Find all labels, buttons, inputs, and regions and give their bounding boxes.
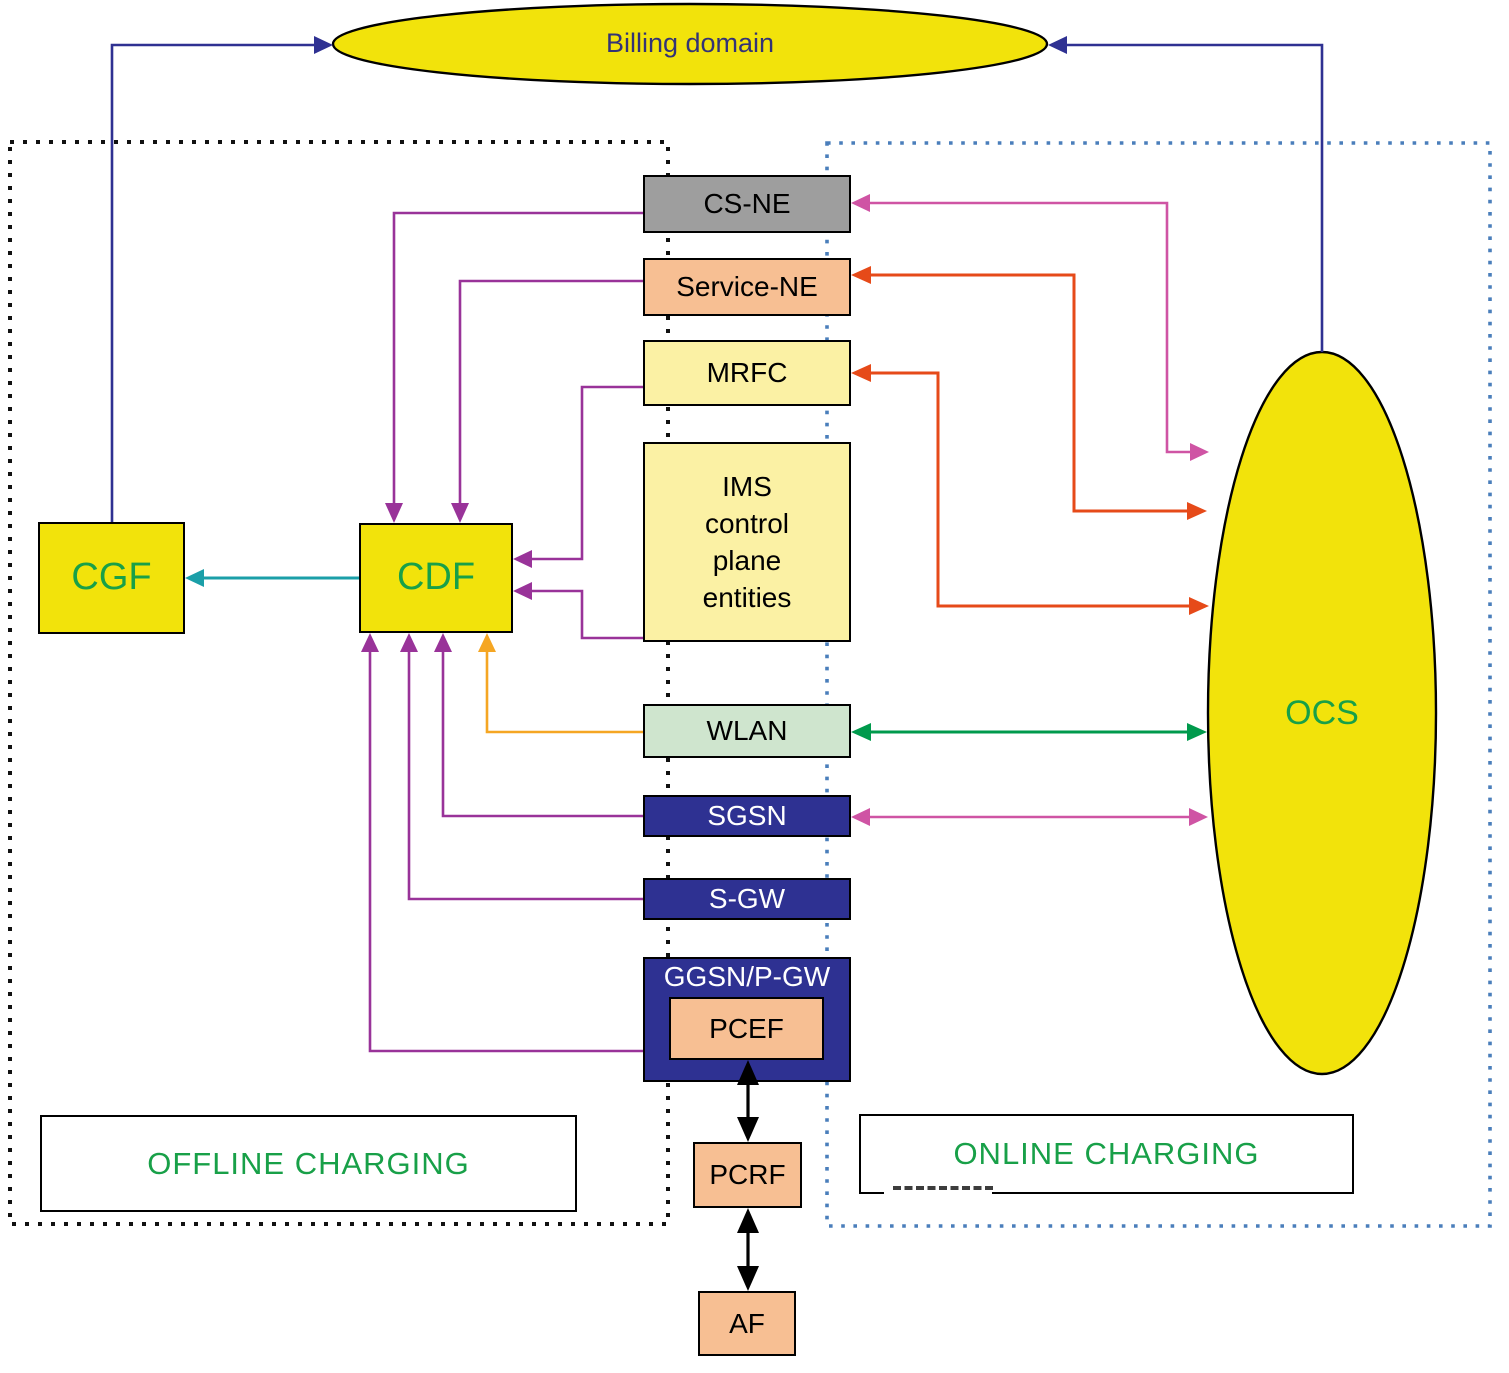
connector-wlan-cdf [478,633,643,734]
node-cgf-label: CGF [71,556,152,599]
connector-ocs-billing [1048,36,1324,352]
node-af: AF [698,1291,796,1356]
connector-servicene-ocs [851,266,1207,520]
connector-wlan-ocs [851,723,1207,741]
connector-csne-cdf [385,211,643,523]
connector-cdf-cgf [185,569,359,587]
online-label-border-gap [884,1190,992,1197]
connector-sgsn-cdf [434,633,643,818]
offline-charging-label-box: OFFLINE CHARGING [40,1115,577,1212]
ocs-ellipse [1206,350,1438,1076]
online-label-border-dashes [893,1186,993,1190]
node-service-ne-label: Service-NE [676,271,818,303]
node-mrfc-label: MRFC [706,357,788,389]
connector-csne-ocs [851,194,1209,461]
node-s-gw: S-GW [643,878,851,920]
node-cs-ne-label: CS-NE [703,188,791,220]
connector-sgsn-ocs [851,808,1208,826]
billing-domain-label: Billing domain [605,28,775,58]
connector-mrfc-ocs [851,364,1209,615]
node-cdf-label: CDF [396,556,476,599]
node-cgf: CGF [38,522,185,634]
billing-domain-ellipse [331,2,1049,86]
offline-charging-label: OFFLINE CHARGING [147,1145,470,1181]
node-ggsn-p-gw-label: GGSN/P-GW [663,961,831,992]
node-ims-label: IMS control plane entities [702,471,792,613]
connector-cgf-billing [110,36,333,522]
node-pcef-label: PCEF [709,1012,784,1044]
node-sgsn-label: SGSN [707,800,787,832]
node-s-gw-label: S-GW [708,883,786,915]
node-af-label: AF [729,1307,765,1339]
offline-region-border [8,140,670,1226]
node-wlan-label: WLAN [706,715,788,747]
node-cs-ne: CS-NE [643,175,851,233]
connector-ims-cdf [513,582,643,640]
node-mrfc: MRFC [643,340,851,406]
ocs-label: OCS [1285,694,1359,732]
node-service-ne: Service-NE [643,258,851,316]
online-charging-label: ONLINE CHARGING [953,1136,1260,1172]
connector-servicene-cdf [451,279,643,523]
node-pcef: PCEF [669,997,824,1060]
connector-pcrf-af [737,1208,759,1291]
online-charging-label-box: ONLINE CHARGING [859,1114,1354,1194]
node-wlan: WLAN [643,704,851,758]
node-ims-control-plane: IMS control plane entities [643,442,851,642]
node-pcrf-label: PCRF [709,1159,786,1191]
connector-ggsn-cdf [361,633,643,1053]
node-cdf: CDF [359,523,513,633]
connector-mrfc-cdf [513,385,643,568]
node-pcrf: PCRF [693,1142,802,1208]
online-region-border [825,141,1492,1228]
connector-sgw-cdf [400,633,643,901]
node-sgsn: SGSN [643,795,851,837]
